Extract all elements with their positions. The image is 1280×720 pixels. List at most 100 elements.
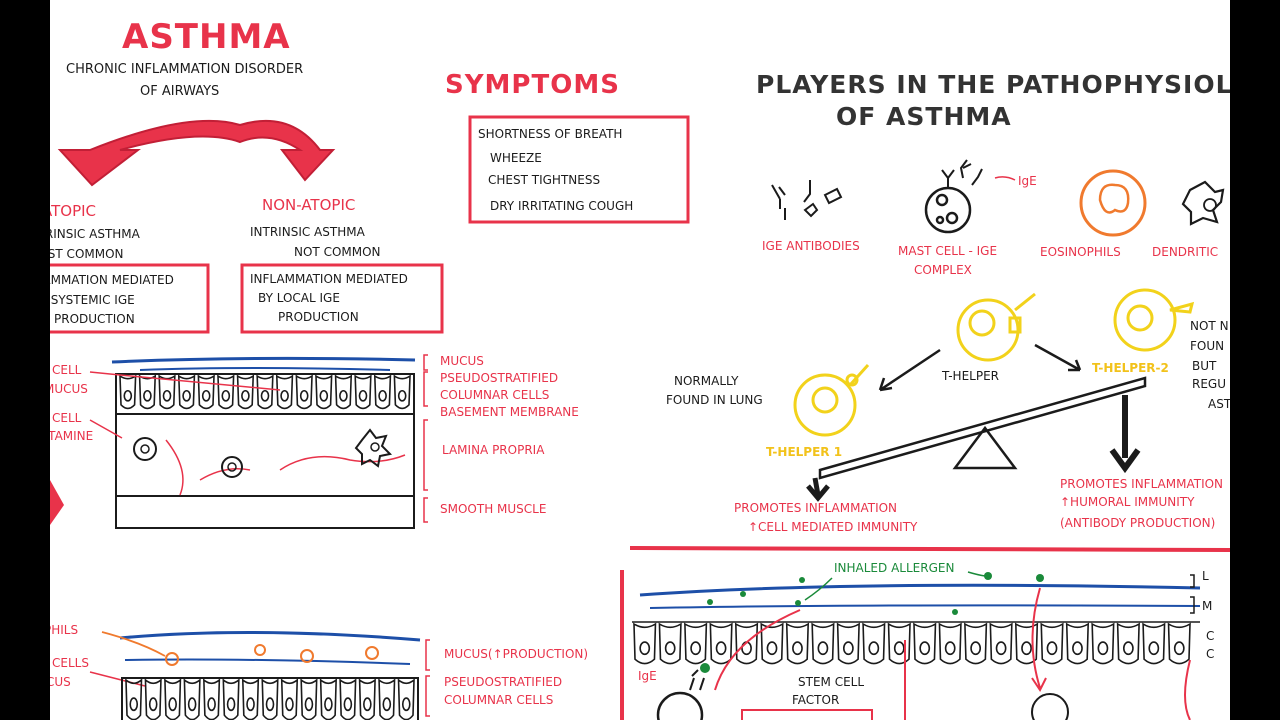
epithelial-cell <box>862 622 886 665</box>
edge-label: M <box>1202 599 1213 613</box>
mast-cell-label-2: COMPLEX <box>914 263 972 277</box>
epithelial-cell <box>658 622 682 665</box>
epithelial-cell <box>261 678 279 720</box>
cell-nucleus <box>817 641 829 656</box>
airway2-left-label-2: CELLS <box>52 656 89 670</box>
cell-nucleus <box>299 389 309 402</box>
eosinophils-label: EOSINOPHILS <box>1040 245 1121 259</box>
epithelial-cell <box>378 678 396 720</box>
drawing-layer <box>50 115 1230 720</box>
mast-cell-label-1: MAST CELL - IgE <box>898 244 998 258</box>
epithelial-cell <box>217 374 235 410</box>
cell-nucleus <box>842 641 854 656</box>
cell-nucleus <box>690 641 702 656</box>
airway1-mucus-label: MUCUS <box>440 354 484 368</box>
epithelial-cell <box>125 678 143 720</box>
non-atopic-line2: NOT COMMON <box>294 245 381 259</box>
asthma-subtitle-1: CHRONIC INFLAMMATION DISORDER <box>66 62 304 77</box>
epithelial-cell <box>785 622 810 665</box>
epithelial-cell <box>203 678 221 720</box>
asthma-title: ASTHMA <box>122 17 291 57</box>
epithelial-cell <box>1167 622 1191 665</box>
right-note-3: BUT <box>1192 359 1217 373</box>
eosinophil-drawing <box>1079 169 1147 237</box>
epithelial-cell <box>887 622 911 665</box>
airway2-mucus-label: MUCUS(↑PRODUCTION) <box>444 647 589 661</box>
cell-nucleus <box>123 389 133 402</box>
epithelial-cell <box>1142 622 1166 665</box>
cell-nucleus <box>741 641 752 656</box>
airway1-left-label-1: CELL <box>52 363 82 377</box>
red-arrow-tip <box>50 480 64 525</box>
t-helper-1-drawing <box>793 363 870 437</box>
epithelial-cell <box>241 678 260 720</box>
epithelial-cell <box>811 622 835 665</box>
airway2-left-label-3: CUS <box>50 675 71 689</box>
cell-nucleus <box>639 641 651 656</box>
dendritic-drawing <box>1181 180 1225 226</box>
cell-nucleus <box>1173 641 1185 656</box>
th2-effect-3: (ANTIBODY PRODUCTION) <box>1060 516 1216 530</box>
cell-nucleus <box>715 641 727 656</box>
th1-effect-1: PROMOTES INFLAMMATION <box>734 501 898 515</box>
non-atopic-box-line3: PRODUCTION <box>278 310 359 324</box>
atopic-heading: ATOPIC <box>50 202 97 220</box>
epithelial-cell <box>183 678 201 720</box>
epithelial-cell <box>1040 622 1064 665</box>
stem-cell-label-2: FACTOR <box>792 693 840 707</box>
t-helper-1-label: T-HELPER 1 <box>766 445 843 459</box>
epithelial-cell <box>295 374 313 410</box>
airway2-left-label-1: PHILS <box>50 623 79 637</box>
cell-nucleus <box>226 697 236 712</box>
ige-tag: IgE <box>1018 174 1037 188</box>
epithelial-cell <box>836 622 860 665</box>
epithelial-cell <box>280 678 299 720</box>
airway-diagram-2 <box>89 630 430 720</box>
cell-nucleus <box>260 389 270 402</box>
cell-nucleus <box>1097 641 1109 656</box>
atopic-box <box>50 263 210 334</box>
cell-nucleus <box>664 641 676 656</box>
seesaw-beam <box>818 376 1147 480</box>
symptom-item: SHORTNESS OF BREATH <box>478 127 623 141</box>
epithelial-cell <box>373 374 392 410</box>
cell-nucleus <box>148 697 158 712</box>
symptoms-box <box>468 115 690 224</box>
epithelial-cell <box>913 622 937 665</box>
cell-nucleus <box>792 641 803 656</box>
allergen-dots <box>700 572 1044 673</box>
cell-nucleus <box>182 389 191 402</box>
cell-nucleus <box>919 641 931 656</box>
epithelial-cell <box>236 374 255 410</box>
cell-nucleus <box>304 697 314 712</box>
cell-nucleus <box>207 697 216 712</box>
airway1-pseudo-label-2: COLUMNAR CELLS <box>440 388 550 402</box>
atopic-box-line3: PRODUCTION <box>54 312 135 326</box>
airway1-left-label-4: HISTAMINE <box>50 429 94 443</box>
cell-nucleus <box>995 641 1007 656</box>
atopic-box-line1: INFLAMMATION MEDIATED <box>50 273 174 287</box>
cell-nucleus <box>143 389 152 402</box>
airway1-pseudo-label-1: PSEUDOSTRATIFIED <box>440 371 559 385</box>
cell-nucleus <box>868 641 880 656</box>
epithelial-cell <box>222 678 240 720</box>
t-helper-drawing <box>956 292 1036 362</box>
epithelial-cell <box>300 678 318 720</box>
dendritic-label: DENDRITIC <box>1152 245 1219 259</box>
epithelial-cell <box>964 622 988 665</box>
cell-nucleus <box>162 389 172 402</box>
cell-nucleus <box>401 697 411 712</box>
epithelial-cell <box>334 374 353 410</box>
normally-label-1: NORMALLY <box>674 374 739 388</box>
epithelial-cell <box>1091 622 1115 665</box>
symptom-item: WHEEZE <box>490 151 542 165</box>
epithelial-cell <box>144 678 162 720</box>
right-note-1: NOT N <box>1190 319 1229 333</box>
cell-nucleus <box>1046 641 1058 656</box>
epithelial-cell <box>177 374 196 410</box>
cell-nucleus <box>358 389 368 402</box>
ige-antibodies-drawing <box>771 180 843 220</box>
epithelial-cell <box>1014 622 1039 665</box>
th2-effect-1: PROMOTES INFLAMMATION <box>1060 477 1224 491</box>
cell-nucleus <box>382 697 392 712</box>
